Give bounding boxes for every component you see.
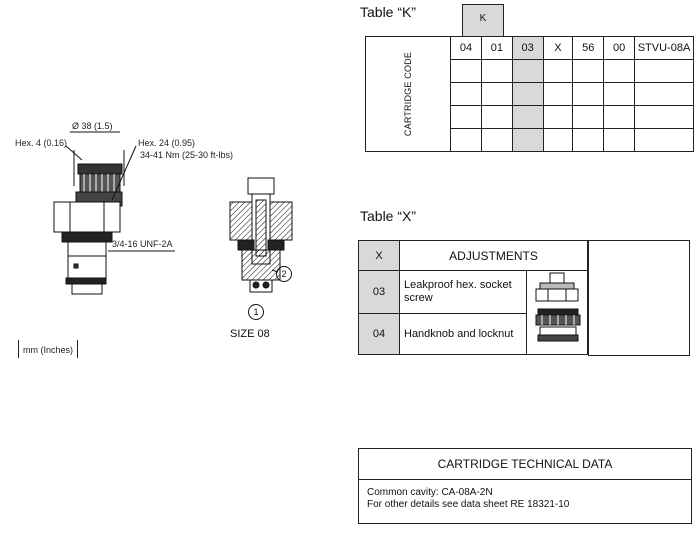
hex-small-dimension: Hex. 4 (0.16): [15, 138, 68, 148]
data-sheet-line: For other details see data sheet RE 1832…: [367, 499, 570, 510]
cartridge-external-view: Ø 38 (1.5) Hex. 4 (0.16) Hex. 24 (0.95) …: [0, 0, 233, 320]
hex-socket-screw-icon: [535, 272, 581, 342]
empty-cell: [450, 82, 482, 106]
empty-cell: [633, 105, 694, 129]
empty-cell: [542, 82, 574, 106]
table-row: [366, 82, 694, 106]
empty-cell: [572, 59, 605, 83]
empty-cell: [480, 128, 513, 152]
code-cell: 00: [603, 36, 635, 60]
table-row: 04 Handknob and locknut: [358, 313, 588, 355]
x-header: X: [358, 240, 400, 271]
thread-dimension: 3/4-16 UNF-2A: [112, 239, 173, 249]
technical-data-title: CARTRIDGE TECHNICAL DATA: [359, 449, 691, 480]
diameter-dimension: Ø 38 (1.5): [72, 121, 113, 131]
unit-note: mm (Inches): [18, 340, 79, 358]
section-drawing: [229, 177, 293, 293]
empty-cell: [572, 128, 605, 152]
cartridge-outline-drawing: [53, 131, 175, 295]
code-cell: 56: [572, 36, 605, 60]
empty-cell: [572, 82, 605, 106]
empty-cell: [511, 59, 544, 83]
technical-data-body: Common cavity: CA-08A-2N For other detai…: [359, 480, 691, 518]
adjustment-desc: Leakproof hex. socket screw: [399, 269, 527, 315]
handknob-locknut-icon: [535, 308, 581, 342]
table-row: X ADJUSTMENTS: [358, 240, 588, 271]
k-header-label: K: [479, 13, 487, 24]
table-row: [366, 128, 694, 152]
common-cavity-line: Common cavity: CA-08A-2N: [367, 487, 493, 498]
code-cell: 04: [450, 36, 482, 60]
code-cell: X: [542, 36, 574, 60]
empty-cell: [633, 82, 694, 106]
empty-cell: [542, 105, 574, 129]
table-x-title: Table “X”: [360, 208, 417, 224]
empty-cell: [511, 128, 544, 152]
table-row: [366, 59, 694, 83]
empty-cell: [450, 105, 482, 129]
table-k-title: Table “K”: [360, 4, 417, 20]
cartridge-code-label: CARTRIDGE CODE: [403, 51, 414, 137]
x-code-cell: 04: [358, 313, 400, 355]
empty-cell: [542, 128, 574, 152]
table-k: CARTRIDGE CODE 04 01 03 X 56 00 STVU-08A: [364, 36, 694, 152]
unit-note-text: mm (Inches): [23, 345, 74, 355]
torque-dimension: 34-41 Nm (25-30 ft-lbs): [140, 150, 234, 160]
cartridge-section-view: 1 2 SIZE 08: [220, 170, 320, 350]
empty-cell: [511, 82, 544, 106]
empty-cell: [572, 105, 605, 129]
empty-cell: [480, 59, 513, 83]
size-label: SIZE 08: [230, 328, 270, 340]
x-code-cell: 03: [358, 269, 400, 315]
empty-cell: [603, 59, 635, 83]
hex-large-dimension: Hex. 24 (0.95): [138, 138, 196, 148]
empty-cell: [603, 128, 635, 152]
empty-cell: [542, 59, 574, 83]
technical-data-box: CARTRIDGE TECHNICAL DATA Common cavity: …: [358, 448, 692, 524]
empty-cell: [633, 59, 694, 83]
table-row: 03 Leakproof hex. socket screw: [358, 269, 588, 355]
table-row: [366, 105, 694, 129]
table-x: X ADJUSTMENTS 03 Leakproof hex. socket s…: [358, 240, 588, 355]
table-row: CARTRIDGE CODE 04 01 03 X 56 00 STVU-08A: [364, 36, 694, 152]
callout-1: 1: [248, 304, 264, 320]
adjustment-image-cell: [526, 270, 588, 355]
adjustments-header: ADJUSTMENTS: [399, 240, 588, 271]
empty-cell: [603, 105, 635, 129]
code-cell-k: 03: [511, 36, 544, 60]
empty-cell: [480, 105, 513, 129]
cartridge-code-cell: CARTRIDGE CODE: [364, 36, 452, 152]
adjustment-desc: Handknob and locknut: [399, 313, 527, 355]
empty-cell: [603, 82, 635, 106]
empty-side-box: [588, 240, 690, 356]
code-cell: STVU-08A: [633, 36, 694, 60]
table-k-k-header: K: [462, 4, 504, 37]
code-cell: 01: [480, 36, 513, 60]
empty-cell: [450, 59, 482, 83]
empty-cell: [633, 128, 694, 152]
empty-cell: [450, 128, 482, 152]
empty-cell: [480, 82, 513, 106]
callout-2: 2: [276, 266, 292, 282]
empty-cell: [511, 105, 544, 129]
